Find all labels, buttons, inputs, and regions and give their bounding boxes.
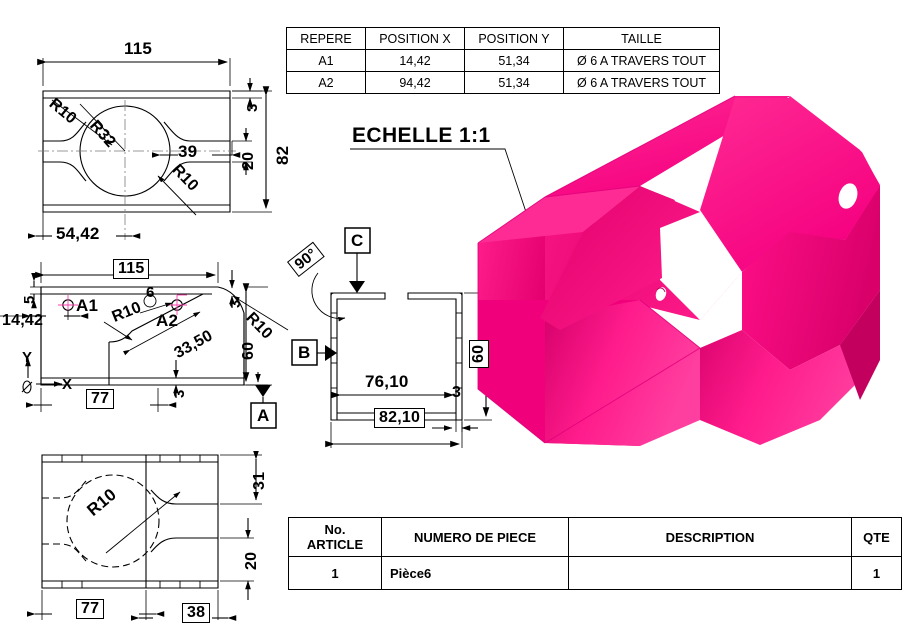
dim-front-width-115: 115 [113,259,150,279]
hole-row-position-y: 51,34 [464,71,564,94]
dim-bottom-length-38: 38 [182,603,211,623]
datum-label-b: B [298,343,311,362]
title-block-cell-qte: 1 [851,556,902,590]
dim-front-hole-offset-1442: 14,42 [2,312,44,329]
dim-section-thickness-3: 3 [452,384,462,401]
front-view-dimensions [0,262,289,429]
section-view-geometry [330,292,463,421]
dim-section-inner-7610: 76,10 [365,372,409,391]
table-row: A1 14,42 51,34 Ø 6 A TRAVERS TOUT [286,49,720,72]
title-block-cell-description [568,556,852,590]
dim-front-length-77: 77 [86,389,115,409]
dim-top-slot-20: 20 [240,151,257,170]
dim-bottom-height-20: 20 [243,551,260,570]
hole-table-header-repere: REPERE [286,27,366,50]
dim-top-height-82: 82 [273,145,292,165]
dim-top-center-5442: 54,42 [56,224,100,243]
table-row: A2 94,42 51,34 Ø 6 A TRAVERS TOUT [286,71,720,94]
dim-top-flange-3: 3 [244,103,261,112]
title-block-header-article: No. ARTICLE [288,517,382,557]
scale-label: ECHELLE 1:1 [352,124,491,147]
scale-leader-line [350,148,529,219]
datum-label-c: C [351,231,364,250]
title-block-table: No. ARTICLE NUMERO DE PIECE DESCRIPTION … [288,517,902,590]
dim-bottom-length-77: 77 [76,599,105,619]
hole-row-taille: Ø 6 A TRAVERS TOUT [563,71,720,94]
dim-top-width-115: 115 [124,39,153,58]
title-block-header-article-line1: No. [324,522,346,537]
title-block-cell-piece: Pièce6 [381,556,569,590]
datum-label-a: A [257,406,270,425]
hole-row-position-x: 94,42 [365,71,465,94]
axis-label-x: X [62,376,73,393]
title-block-cell-article: 1 [288,556,382,590]
title-block-header-piece: NUMERO DE PIECE [381,517,569,557]
dim-front-flange-bottom-3: 3 [171,389,188,398]
dim-bottom-height-31: 31 [251,471,268,490]
front-view-geometry [40,286,245,386]
dim-section-outer-8210: 82,10 [374,408,426,428]
dim-section-height-60: 60 [469,339,489,368]
hole-row-position-y: 51,34 [464,49,564,72]
bottom-view-dimensions [26,450,262,621]
dim-front-edge-5: 5 [21,295,38,304]
title-block-header-description: DESCRIPTION [568,517,852,557]
dim-front-flange-top-3: 3 [227,299,244,308]
title-block-header-article-line2: ARTICLE [306,537,364,552]
dim-top-inner-39: 39 [178,142,198,161]
bottom-view-geometry [41,454,219,589]
hole-marker-label-a1: A1 [76,296,99,315]
isometric-model-3d [477,95,880,446]
dim-front-height-60: 60 [240,341,257,360]
hole-row-repere: A1 [286,49,366,72]
table-row: 1 Pièce6 1 [288,556,902,590]
title-block-header-row: No. ARTICLE NUMERO DE PIECE DESCRIPTION … [288,517,902,557]
top-view-geometry [38,90,236,240]
hole-table: REPERE POSITION X POSITION Y TAILLE A1 1… [286,27,720,94]
title-block-header-qte: QTE [851,517,902,557]
dim-front-hole-diameter-6: 6 [146,284,155,301]
hole-marker-label-a2: A2 [156,311,179,330]
hole-table-header-row: REPERE POSITION X POSITION Y TAILLE [286,27,720,50]
hole-table-header-taille: TAILLE [563,27,720,50]
axis-label-y: Y [22,349,33,366]
top-view-dimensions [27,58,272,240]
